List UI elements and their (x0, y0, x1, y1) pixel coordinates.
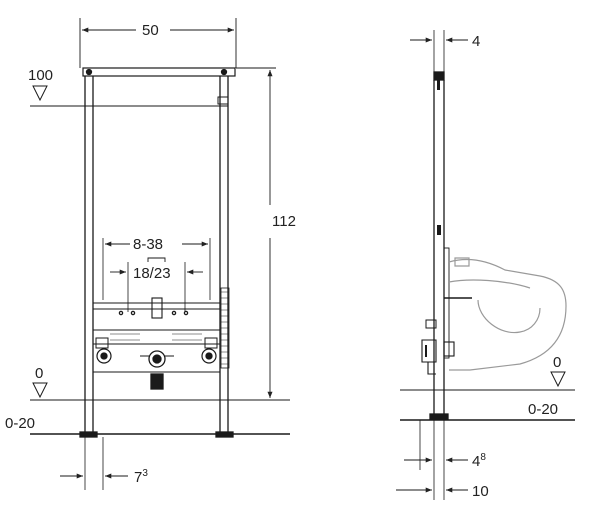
inner-fixed-dimension (110, 257, 203, 312)
side-foot-offset-main: 4 (472, 453, 480, 470)
width-label: 50 (142, 22, 159, 39)
side-foot-dimension (404, 420, 468, 500)
side-floor-level-label: 0 (553, 354, 561, 371)
side-floor-range-label: 0-20 (528, 401, 558, 418)
side-foot-offset-label: 48 (472, 452, 486, 470)
side-floor-marker (400, 371, 575, 421)
foot-offset-sup: 3 (142, 468, 148, 479)
floor-range-label: 0-20 (5, 415, 35, 432)
foot-offset-dimension (60, 437, 128, 490)
side-foot-offset-sup: 8 (480, 452, 486, 463)
floor-level-label: 0 (35, 365, 43, 382)
height-dimension (236, 67, 276, 401)
fixture-outline (448, 257, 567, 371)
foot-offset-main: 7 (134, 469, 142, 486)
level-top-marker (30, 85, 228, 107)
side-top-label: 4 (472, 33, 480, 50)
inner-fixed-label: 18/23 (133, 265, 171, 282)
side-view (396, 30, 575, 500)
side-frame (421, 71, 472, 420)
foot-offset-label: 73 (134, 468, 148, 486)
front-view (30, 18, 290, 490)
inner-range-dimension (102, 238, 211, 300)
mounting-bracket (92, 297, 221, 390)
inner-range-label: 8-38 (133, 236, 163, 253)
floor-level-marker (30, 382, 290, 435)
side-top-dimension (410, 30, 468, 72)
side-total-depth-label: 10 (472, 483, 489, 500)
width-dimension (79, 18, 237, 68)
height-label: 112 (272, 213, 296, 230)
level-top-label: 100 (28, 67, 53, 84)
frame-outline (79, 67, 236, 438)
